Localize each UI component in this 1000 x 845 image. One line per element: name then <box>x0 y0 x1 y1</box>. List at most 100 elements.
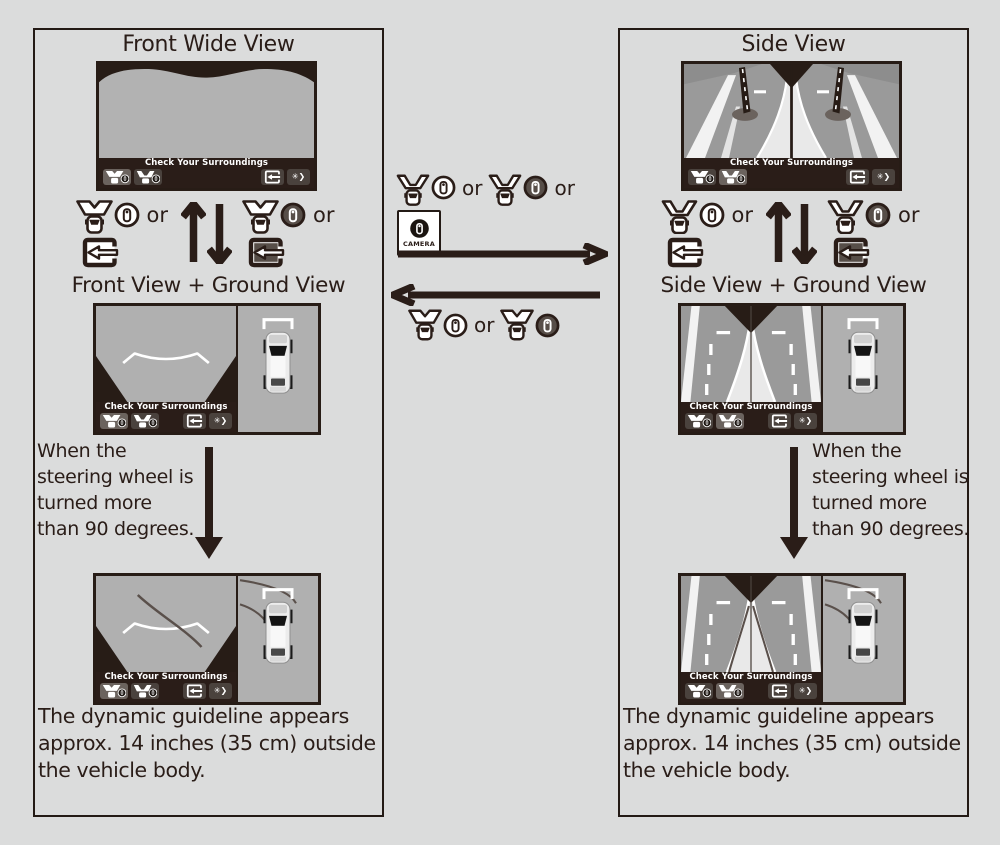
or-label: or <box>898 203 920 227</box>
left-arrow-icon <box>391 284 600 306</box>
or-label: or <box>474 313 495 337</box>
brightness-button: ✳❯ <box>209 683 232 699</box>
side-camera-view-icon <box>661 200 698 234</box>
camera-circle-button-dark-icon <box>523 175 548 200</box>
warning-text: Check Your Surroundings <box>729 158 854 168</box>
side-camera-view-icon <box>133 684 157 698</box>
back-button-icon <box>186 414 203 428</box>
side-view-title: Side View <box>741 32 846 57</box>
side-view-button <box>131 683 159 699</box>
side-view-screen: Check Your Surroundings ✳❯ <box>681 61 902 191</box>
to-front-view-buttons: or <box>408 309 560 341</box>
screen-bottom-bar: Check Your Surroundings ✳❯ <box>684 158 899 188</box>
side-ground-view-title: Side View + Ground View <box>660 273 927 298</box>
button-group <box>661 200 725 268</box>
camera-circle-button-icon <box>431 175 456 200</box>
down-arrow-icon <box>792 202 817 264</box>
side-view-art <box>684 64 899 158</box>
brightness-button: ✳❯ <box>794 413 817 429</box>
camera-dash-button-icon <box>409 218 430 239</box>
back-button-icon <box>771 684 788 698</box>
side-camera-view-icon <box>718 414 742 428</box>
back-button <box>768 683 791 699</box>
front-wide-screen: Check Your Surroundings ✳❯ <box>96 61 317 191</box>
front-camera-view-icon <box>105 170 129 184</box>
back-button-icon <box>666 237 704 268</box>
brightness-button: ✳❯ <box>209 413 232 429</box>
down-arrow-icon <box>207 202 232 264</box>
or-label: or <box>313 203 335 227</box>
camera-button-label: CAMERA <box>403 240 435 248</box>
front-buttons-row: or or <box>35 200 382 268</box>
front-wide-art <box>99 64 314 158</box>
brightness-icon: ✳❯ <box>798 416 813 425</box>
side-camera-view-icon <box>488 174 522 206</box>
ground-view-dynamic-art <box>238 576 318 702</box>
side-view-image <box>684 64 899 158</box>
or-label: or <box>554 176 575 200</box>
side-camera-view-icon <box>718 684 742 698</box>
camera-circle-button-icon <box>699 202 725 228</box>
back-button-icon <box>264 170 281 184</box>
front-view-button <box>685 413 713 429</box>
front-view-button <box>100 413 128 429</box>
up-arrow-icon <box>181 202 206 264</box>
camera-circle-button-dark-icon <box>280 202 306 228</box>
side-camera-view-icon <box>136 170 160 184</box>
brightness-button: ✳❯ <box>794 683 817 699</box>
brightness-icon: ✳❯ <box>213 416 228 425</box>
front-view-button <box>103 169 131 185</box>
side-view-button <box>716 413 744 429</box>
button-group <box>242 200 306 268</box>
front-view-button <box>100 683 128 699</box>
side-views-panel: Side View Check Your Surroundings ✳❯ <box>618 28 969 817</box>
side-ground-dynamic-screen: Check Your Surroundings ✳❯ <box>678 573 906 705</box>
dynamic-guideline-note: The dynamic guideline appears approx. 14… <box>38 704 376 782</box>
brightness-icon: ✳❯ <box>798 686 813 695</box>
screen-bottom-bar: Check Your Surroundings ✳❯ <box>681 402 821 432</box>
brightness-button: ✳❯ <box>287 169 310 185</box>
front-views-panel: Front Wide View Check Your Surroundings … <box>33 28 384 817</box>
screen-bottom-bar: Check Your Surroundings ✳❯ <box>96 672 236 702</box>
front-camera-view-icon <box>690 170 714 184</box>
ground-view-art <box>823 306 903 432</box>
front-view-dynamic-art <box>96 576 236 672</box>
warning-text: Check Your Surroundings <box>104 672 228 682</box>
back-button-dark-icon <box>832 237 870 268</box>
side-view-button <box>719 169 747 185</box>
or-label: or <box>731 203 753 227</box>
side-camera-view-icon <box>827 200 864 234</box>
front-ground-view-title: Front View + Ground View <box>71 273 346 298</box>
side-camera-view-icon <box>396 174 430 206</box>
front-camera-view-icon <box>687 414 711 428</box>
side-camera-view-icon <box>133 414 157 428</box>
button-group <box>827 200 891 268</box>
side-view-button <box>134 169 162 185</box>
front-view-button <box>685 683 713 699</box>
camera-circle-button-icon <box>114 202 140 228</box>
ground-view-image <box>823 306 903 432</box>
side-camera-view-icon <box>721 170 745 184</box>
side-view-dynamic-art <box>681 576 821 672</box>
front-view-image <box>96 306 236 402</box>
back-button-dark-icon <box>247 237 285 268</box>
camera-circle-button-dark-icon <box>865 202 891 228</box>
back-button-icon <box>81 237 119 268</box>
back-button-icon <box>771 414 788 428</box>
front-wide-view-title: Front Wide View <box>122 32 295 57</box>
or-label: or <box>462 176 483 200</box>
camera-circle-button-dark-icon <box>535 313 560 338</box>
ground-view-image <box>823 576 903 702</box>
back-button-icon <box>849 170 866 184</box>
front-ground-screen: Check Your Surroundings ✳❯ <box>93 303 321 435</box>
down-arrow-icon <box>193 445 225 561</box>
back-button <box>261 169 284 185</box>
steering-note: When the steering wheel is turned more t… <box>37 440 195 540</box>
screen-bottom-bar: Check Your Surroundings ✳❯ <box>96 402 236 432</box>
side-buttons-row: or or <box>620 200 967 268</box>
screen-bottom-bar: Check Your Surroundings ✳❯ <box>99 158 314 188</box>
to-side-view-buttons: or or <box>396 174 581 206</box>
steering-note: When the steering wheel is turned more t… <box>812 440 970 540</box>
front-view-button <box>688 169 716 185</box>
back-button <box>846 169 869 185</box>
